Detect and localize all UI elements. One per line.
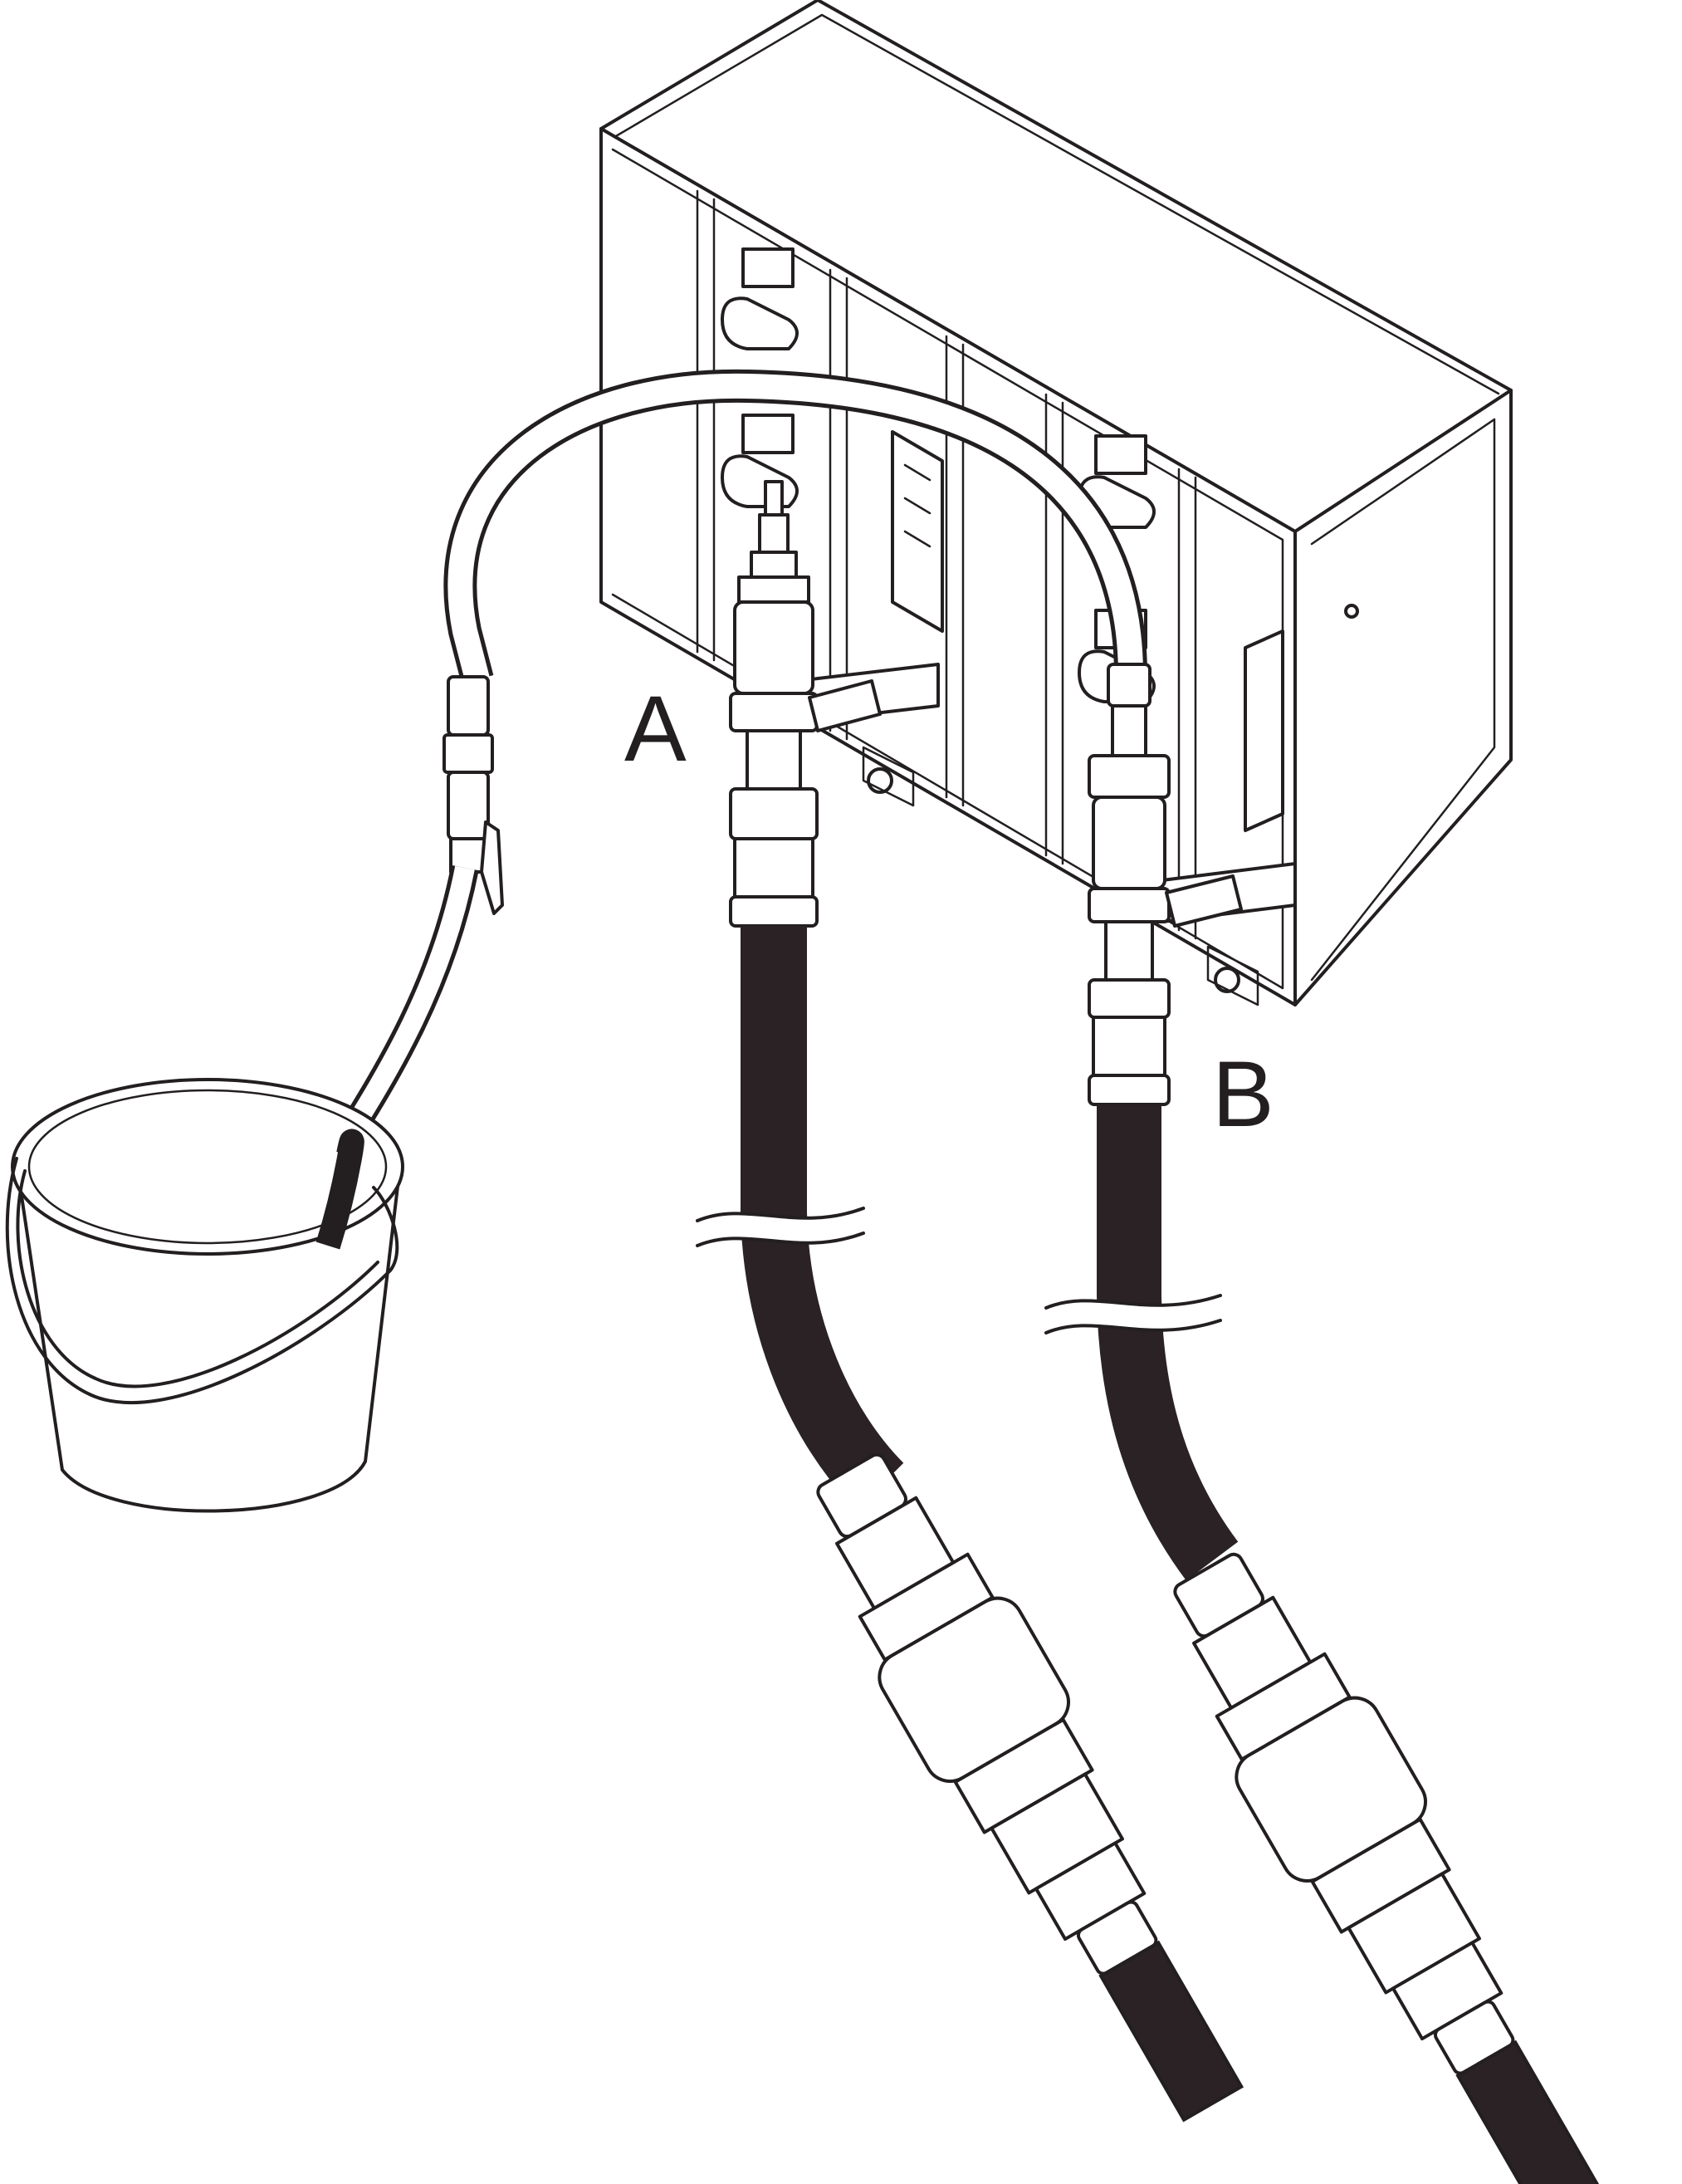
bucket (5, 1078, 404, 1513)
return-hose-assembly (1041, 663, 1601, 2184)
callout-b: B (1212, 1042, 1274, 1146)
supply-hose-assembly (692, 480, 1244, 2123)
callout-a: A (624, 677, 687, 781)
